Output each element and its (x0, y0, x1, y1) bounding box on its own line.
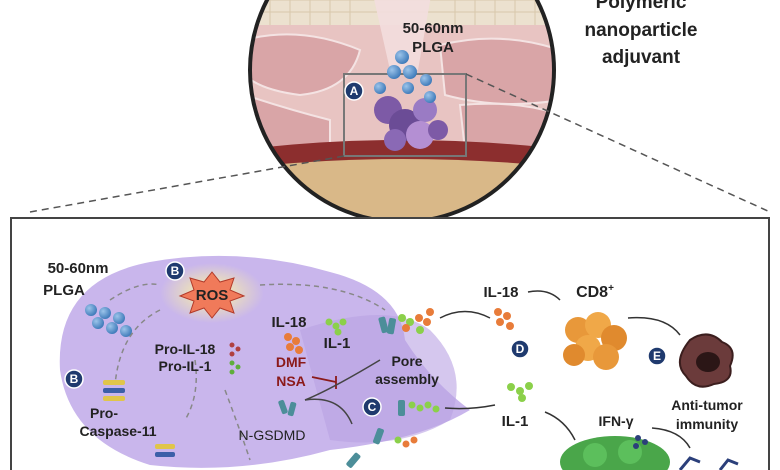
il1-out-label: IL-1 (502, 413, 529, 430)
page-title: Polymeric nanoparticle adjuvant (585, 0, 698, 68)
ngsdmd-label: N-GSDMD (239, 427, 306, 443)
il18-out-label: IL-18 (483, 284, 518, 301)
cd8-to-tumor-arrow (627, 316, 681, 336)
svg-text:C: C (368, 400, 377, 414)
marker-a: A (344, 81, 364, 101)
plga-particles-inset (374, 50, 436, 103)
input-label-1: 50-60nm (48, 260, 109, 277)
pore-icons (346, 316, 405, 468)
cd8-t-cell-cluster (563, 312, 627, 370)
release-arrow-mid (444, 404, 496, 410)
il1-out-dots (507, 382, 533, 402)
procaspase-label-1: Pro- (90, 405, 118, 421)
svg-text:adjuvant: adjuvant (602, 47, 681, 68)
tissue-inset: 50-60nm PLGA (250, 0, 554, 222)
il1-cell-dots (325, 318, 347, 336)
gsdmd-to-c-arrow (304, 398, 353, 425)
il1-cell-label: IL-1 (324, 335, 351, 352)
pro-il18-label: Pro-IL-18 (155, 341, 216, 357)
inset-particle-label-1: 50-60nm (403, 20, 464, 37)
ros-label: ROS (196, 287, 229, 304)
marker-c: C (362, 397, 382, 417)
released-cytokines (394, 308, 440, 448)
marker-d: D (510, 339, 530, 359)
tumor-cell (679, 333, 734, 388)
svg-text:nanoparticle: nanoparticle (585, 20, 698, 41)
nsa-label: NSA (276, 373, 306, 389)
zoom-guide-left (29, 155, 345, 213)
il18-cell-dots (284, 333, 303, 354)
il18-cell-label: IL-18 (271, 314, 306, 331)
svg-text:Polymeric: Polymeric (596, 0, 687, 13)
marker-b2: B (64, 369, 84, 389)
ros-burst: ROS (160, 263, 264, 323)
gsdmd-to-pore-arrow (304, 359, 381, 401)
antitumor-label-2: immunity (676, 416, 738, 432)
ifn-label: IFN-γ (599, 413, 634, 429)
svg-text:A: A (350, 84, 359, 98)
procaspase-label-2: Caspase-11 (79, 423, 156, 439)
inhibition-symbol (311, 376, 337, 389)
svg-text:D: D (516, 342, 525, 356)
pro-il1-label: Pro-IL-1 (159, 358, 212, 374)
svg-text:E: E (653, 349, 661, 363)
gsdmd-icon (278, 399, 297, 417)
svg-text:B: B (70, 372, 79, 386)
inset-particle-label-2: PLGA (412, 39, 454, 56)
pore-label-2: assembly (375, 371, 439, 387)
release-arrow-top (439, 310, 491, 319)
input-label-2: PLGA (43, 282, 85, 299)
pro-cytokine-dots (229, 342, 241, 375)
dmf-label: DMF (276, 354, 307, 370)
cd8-label: CD8+ (576, 283, 614, 301)
antibody-icons (678, 456, 739, 470)
zoom-guide-right (465, 73, 771, 213)
signal-arrows (109, 283, 386, 461)
il1-to-tcell-arrow (544, 411, 576, 441)
immune-cell-cluster (374, 96, 448, 151)
marker-b1: B (165, 261, 185, 281)
pore-label-1: Pore (391, 353, 422, 369)
ifn-to-tumor-arrow (651, 427, 691, 449)
plga-particles-input (85, 304, 132, 337)
marker-e: E (647, 346, 667, 366)
svg-text:B: B (171, 264, 180, 278)
il18-to-cd8-arrow (527, 290, 561, 301)
ifn-dots (633, 435, 648, 449)
antitumor-label-1: Anti-tumor (671, 397, 743, 413)
il18-out-dots (494, 308, 514, 330)
procaspase-icon (103, 380, 175, 457)
